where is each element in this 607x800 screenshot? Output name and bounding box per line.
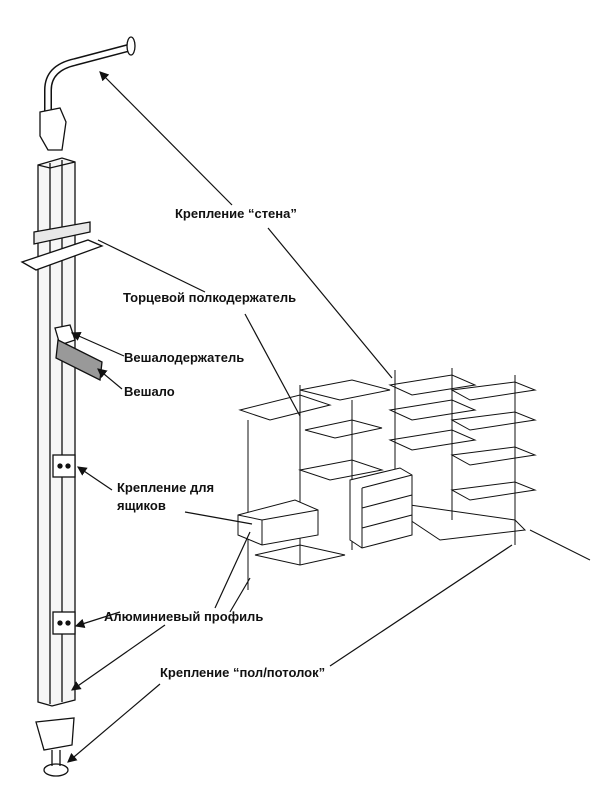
shelving-unit	[237, 368, 591, 590]
wall-pipe	[39, 36, 136, 151]
label-floor-ceiling-mount: Крепление “пол/потолок”	[160, 665, 326, 680]
label-end-shelf-holder: Торцевой полкодержатель	[123, 290, 297, 305]
profile-column	[20, 157, 104, 777]
label-hanger-holder: Вешалодержатель	[124, 350, 245, 365]
label-wall-mount: Крепление “стена”	[175, 206, 297, 221]
label-hanger: Вешало	[124, 384, 175, 399]
label-drawer-mount-line1: Крепление для	[117, 480, 215, 495]
label-drawer-mount-line2: ящиков	[117, 498, 166, 513]
leader-lines	[67, 71, 513, 763]
label-aluminium-profile: Алюминиевый профиль	[104, 609, 264, 624]
